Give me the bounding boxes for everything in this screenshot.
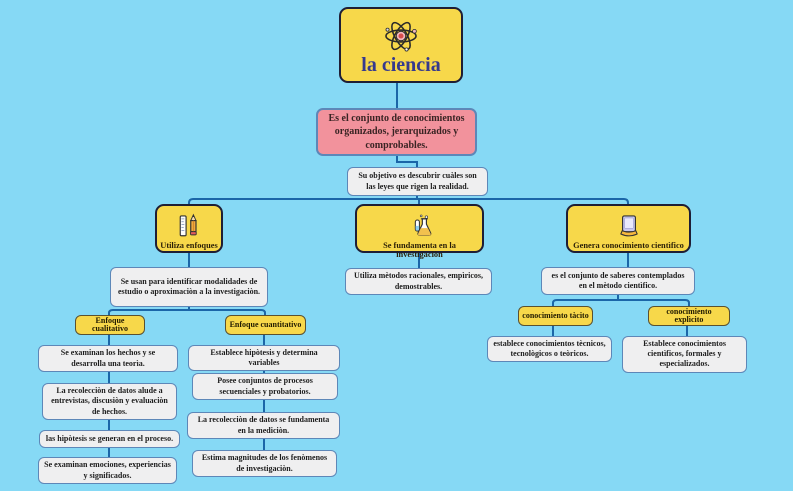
root-topic-title: la ciencia bbox=[361, 54, 441, 76]
ruler-pencil-icon bbox=[175, 213, 203, 241]
branch-label: Genera conocimiento cientìfico bbox=[573, 241, 684, 250]
node-leaf-cualitativo-2[interactable]: La recolecciòn de datos alude a entrevis… bbox=[42, 383, 177, 420]
computer-icon bbox=[615, 213, 643, 241]
node-leaf-cuantitativo-3[interactable]: La recolecciòn de datos se fundamenta en… bbox=[187, 412, 340, 439]
pill-label: Enfoque cuantitativo bbox=[229, 320, 302, 329]
branch-description: es el conjunto de saberes contemplados e… bbox=[551, 270, 685, 290]
node-pill-enfoque-cuantitativo[interactable]: Enfoque cuantitativo bbox=[225, 315, 306, 335]
leaf-text: las hipòtesis se generan en el proceso. bbox=[45, 433, 174, 443]
node-leaf-cualitativo-4[interactable]: Se examinan emociones, experiencias y si… bbox=[38, 457, 177, 484]
branch-label: Se fundamenta en la investigaciòn bbox=[383, 241, 456, 260]
node-pill-enfoque-cualitativo[interactable]: Enfoque cualitativo bbox=[75, 315, 145, 335]
node-branch-genera-conocimiento[interactable]: Genera conocimiento cientìfico bbox=[566, 204, 691, 253]
node-leaf-cuantitativo-4[interactable]: Estima magnitudes de los fenòmenos de in… bbox=[192, 450, 337, 477]
pill-label: conocimiento tàcito bbox=[522, 311, 589, 320]
definition-text: Es el conjunto de conocimientos organiza… bbox=[328, 112, 465, 151]
node-branch-se-fundamenta[interactable]: Se fundamenta en la investigaciòn bbox=[355, 204, 484, 259]
leaf-text: establece conocimientos tècnicos, tecnol… bbox=[493, 339, 606, 359]
node-desc-utiliza-enfoques[interactable]: Se usan para identificar modalidades de … bbox=[110, 267, 268, 307]
node-desc-genera-conocimiento[interactable]: es el conjunto de saberes contemplados e… bbox=[541, 267, 695, 295]
node-pill-conocimiento-tacito[interactable]: conocimiento tàcito bbox=[518, 306, 593, 326]
leaf-text: Establece conocimientos cientìficos, for… bbox=[643, 339, 726, 369]
branch-label: Utiliza enfoques bbox=[160, 241, 218, 250]
objective-text: Su objetivo es descubrir cuàles son las … bbox=[358, 171, 477, 191]
leaf-text: Se examinan emociones, experiencias y si… bbox=[44, 460, 171, 480]
atom-icon bbox=[382, 17, 420, 55]
leaf-text: Estima magnitudes de los fenòmenos de in… bbox=[201, 453, 328, 473]
node-root-la-ciencia[interactable]: la ciencia bbox=[339, 7, 463, 83]
node-leaf-cualitativo-3[interactable]: las hipòtesis se generan en el proceso. bbox=[39, 430, 180, 448]
leaf-text: La recolecciòn de datos alude a entrevis… bbox=[51, 386, 168, 416]
node-branch-utiliza-enfoques[interactable]: Utiliza enfoques bbox=[155, 204, 223, 253]
node-leaf-cuantitativo-1[interactable]: Establece hipòtesis y determina variable… bbox=[188, 345, 340, 372]
leaf-text: La recolecciòn de datos se fundamenta en… bbox=[197, 415, 330, 435]
node-objective[interactable]: Su objetivo es descubrir cuàles son las … bbox=[347, 167, 488, 196]
node-leaf-cuantitativo-2[interactable]: Posee conjuntos de procesos secuenciales… bbox=[192, 373, 338, 400]
pill-label: Enfoque cualitativo bbox=[92, 316, 128, 333]
branch-description: Se usan para identificar modalidades de … bbox=[117, 276, 261, 296]
leaf-text: Se examinan los hechos y se desarrolla u… bbox=[60, 348, 156, 368]
leaf-text: Establece hipòtesis y determina variable… bbox=[210, 348, 318, 368]
flask-icon bbox=[406, 213, 434, 241]
node-definition[interactable]: Es el conjunto de conocimientos organiza… bbox=[316, 108, 477, 156]
branch-description: Utiliza mètodos racionales, empìricos, d… bbox=[353, 271, 484, 291]
leaf-text: Posee conjuntos de procesos secuenciales… bbox=[217, 376, 313, 396]
pill-label: conocimiento explìcito bbox=[666, 307, 712, 324]
node-leaf-tacito-1[interactable]: establece conocimientos tècnicos, tecnol… bbox=[487, 336, 612, 363]
node-pill-conocimiento-explicito[interactable]: conocimiento explìcito bbox=[648, 306, 730, 326]
node-desc-se-fundamenta[interactable]: Utiliza mètodos racionales, empìricos, d… bbox=[345, 268, 492, 295]
node-leaf-cualitativo-1[interactable]: Se examinan los hechos y se desarrolla u… bbox=[38, 345, 178, 372]
node-leaf-explicito-1[interactable]: Establece conocimientos cientìficos, for… bbox=[622, 336, 747, 373]
